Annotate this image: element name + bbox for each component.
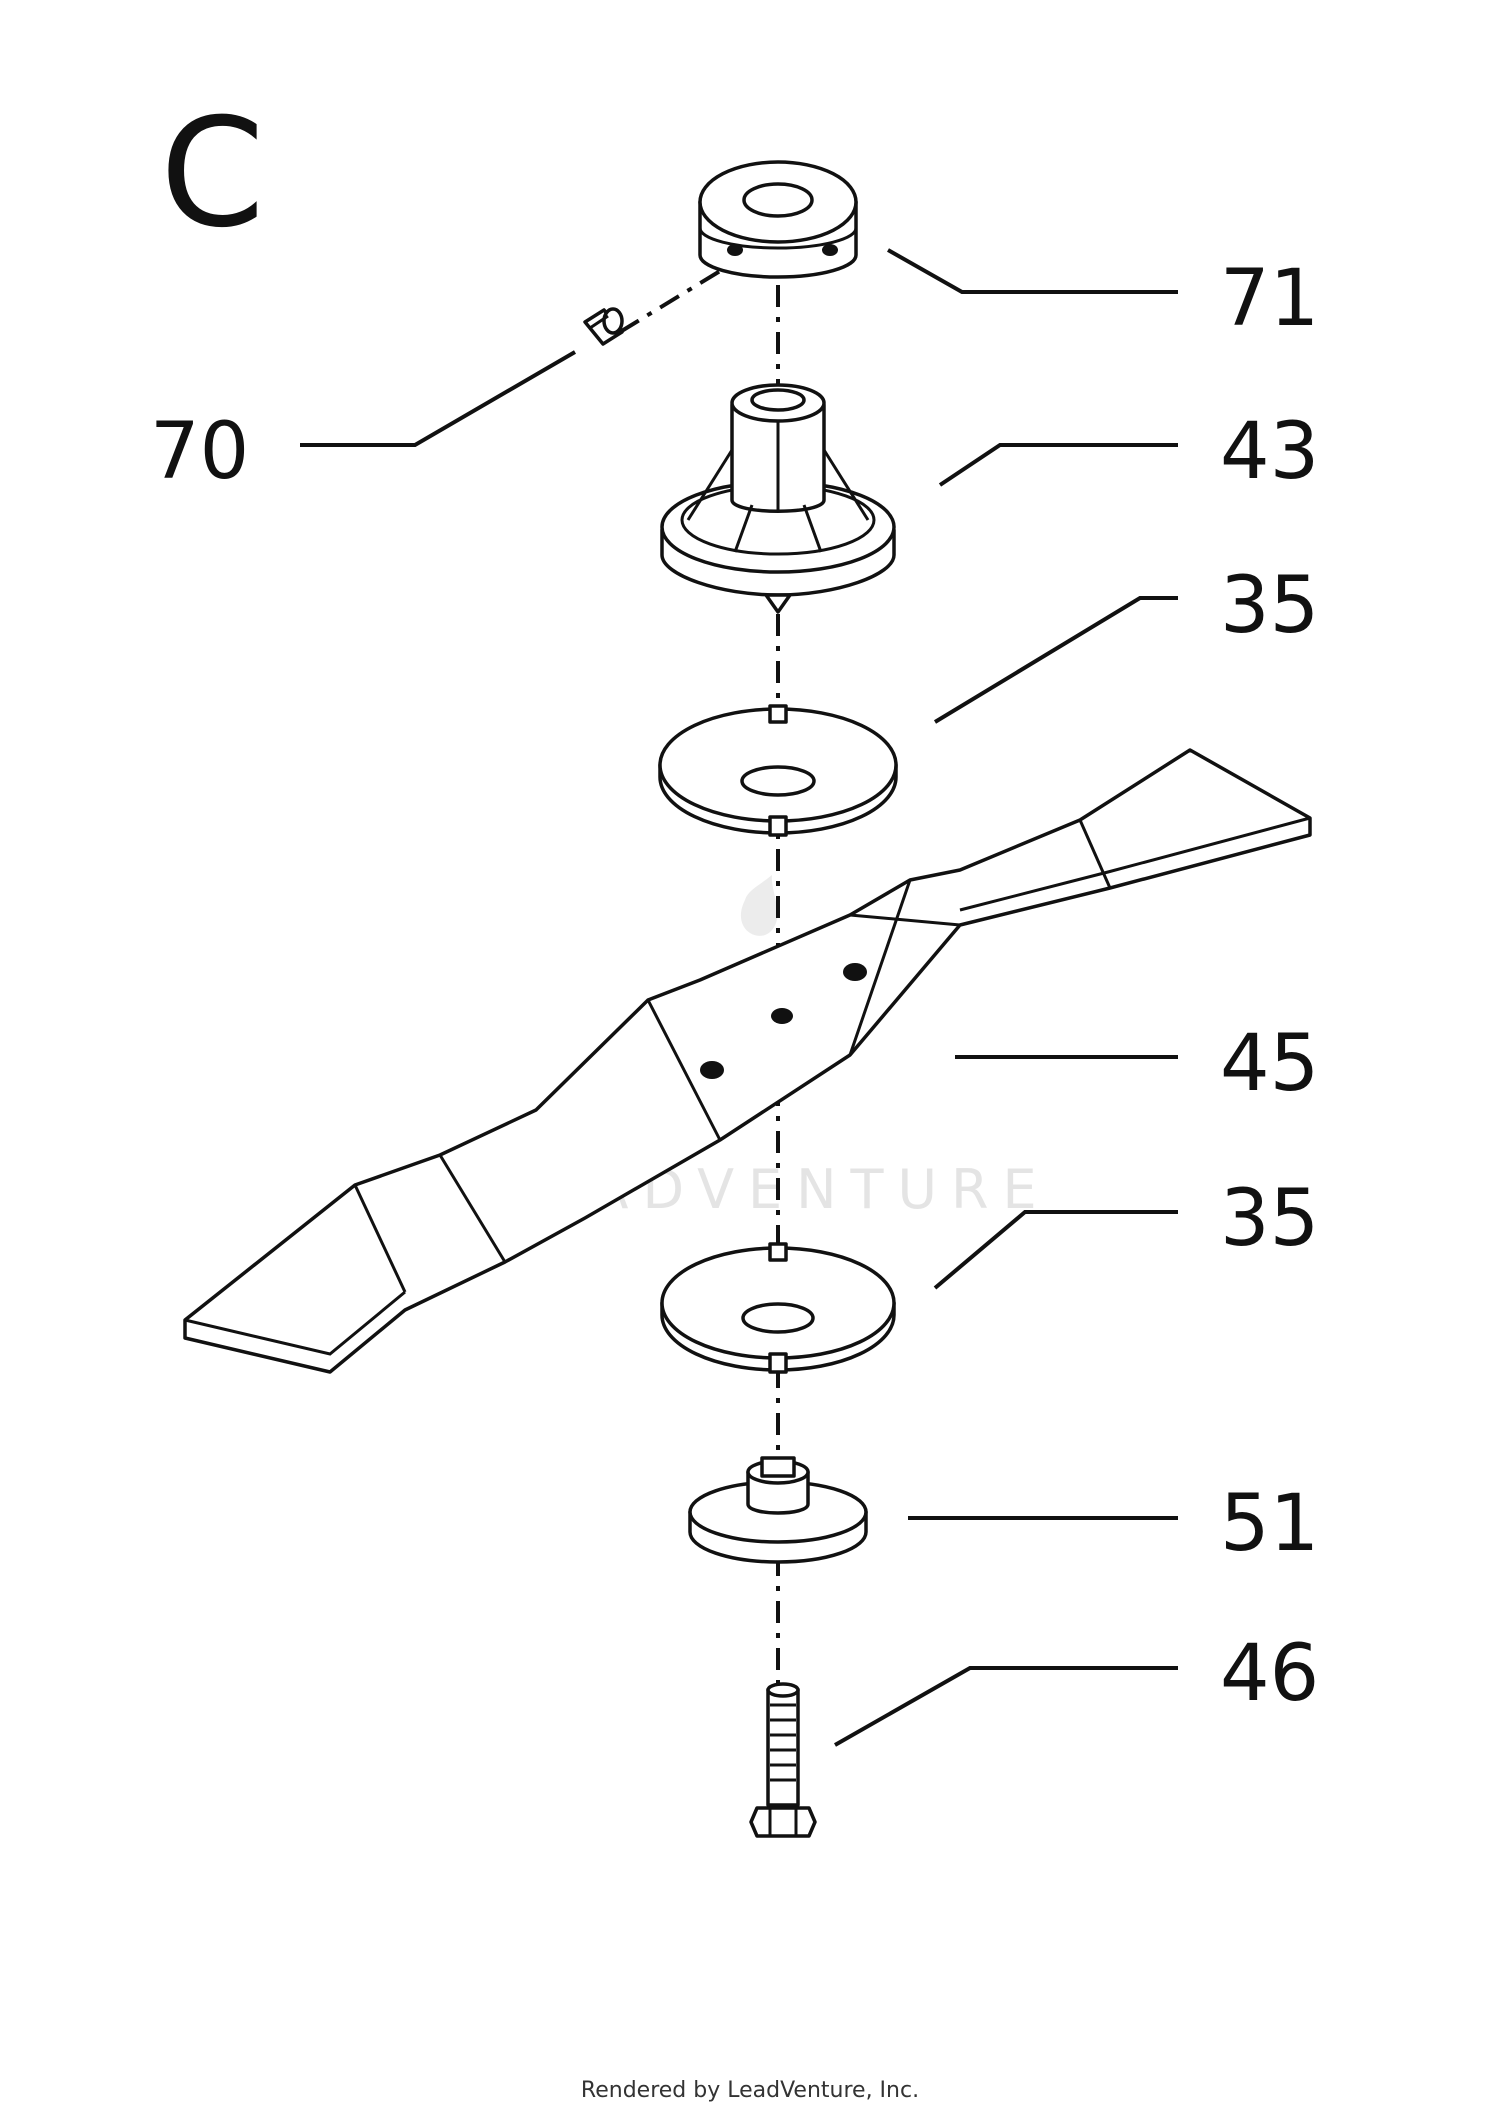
leader-lines — [300, 248, 1178, 1747]
callout-70: 70 — [150, 407, 249, 497]
leader-46 — [834, 1666, 1178, 1747]
leader-70 — [300, 350, 577, 447]
mower-blade — [183, 748, 1312, 1374]
callout-35-upper: 35 — [1220, 561, 1319, 651]
leader-35-lower — [933, 1210, 1178, 1290]
section-label: C — [160, 87, 265, 261]
set-screw — [583, 307, 624, 346]
callout-46: 46 — [1220, 1629, 1319, 1719]
leader-43 — [938, 443, 1178, 487]
washer-upper — [658, 704, 898, 837]
render-credit: Rendered by LeadVenture, Inc. — [580, 2078, 920, 2103]
pulley — [698, 160, 858, 279]
leader-71 — [887, 248, 1178, 294]
callout-51: 51 — [1220, 1479, 1319, 1569]
callout-35-lower: 35 — [1220, 1174, 1319, 1264]
spindle-housing — [660, 383, 896, 614]
leader-35-upper — [933, 596, 1178, 724]
callout-45: 45 — [1220, 1019, 1319, 1109]
callout-43: 43 — [1220, 407, 1319, 497]
washer-lower — [660, 1242, 896, 1374]
blade-hub — [688, 1456, 868, 1564]
bolt — [749, 1682, 817, 1838]
set-screw-axis — [618, 266, 727, 334]
callout-71: 71 — [1220, 254, 1319, 344]
